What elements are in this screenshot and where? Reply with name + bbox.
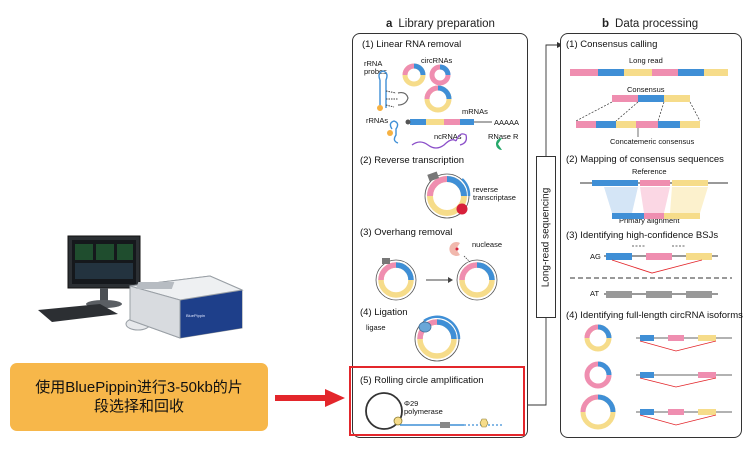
panel-b-letter: b xyxy=(602,18,610,30)
label-circrnas: circRNAs xyxy=(421,56,453,65)
panel-a-illustrations xyxy=(365,63,502,430)
label-polya: AAAAA xyxy=(494,118,520,127)
panel-a-step-5: (5) Rolling circle amplification xyxy=(360,375,484,386)
panel-a-step-1: (1) Linear RNA removal xyxy=(362,39,462,50)
long-read-sequencing-label-wrap: Long-read sequencing xyxy=(536,156,556,318)
label-consensus: Consensus xyxy=(627,85,665,94)
label-at: AT xyxy=(590,289,600,298)
panel-a-step-4: (4) Ligation xyxy=(360,307,408,318)
chinese-caption-box: 使用BluePippin进行3-50kb的片段选择和回收 xyxy=(10,363,268,431)
chinese-caption-text: 使用BluePippin进行3-50kb的片段选择和回收 xyxy=(35,378,243,416)
bluepippin-device-illustration xyxy=(38,235,244,339)
panel-a-step-2: (2) Reverse transcription xyxy=(360,155,465,166)
label-nuclease: nuclease xyxy=(472,240,503,249)
panel-b-illustrations xyxy=(570,69,732,430)
label-primary-alignment: Primary alignment xyxy=(619,216,680,225)
panel-a-box xyxy=(352,33,528,438)
long-read-bar xyxy=(570,69,728,76)
label-rrna-probes: rRNA probes xyxy=(364,59,387,76)
label-reverse-transcriptase: reverse transcriptase xyxy=(473,185,516,202)
red-arrow xyxy=(275,389,345,407)
label-ag: AG xyxy=(590,252,601,261)
panel-b-step-4: (4) Identifying full-length circRNA isof… xyxy=(566,310,743,321)
long-read-sequencing-box xyxy=(536,156,556,318)
label-ligase: ligase xyxy=(366,323,386,332)
long-read-sequencing-label: Long-read sequencing xyxy=(540,187,552,287)
panel-a-title: Library preparation xyxy=(398,18,495,30)
label-rnase-r: RNase R xyxy=(488,132,519,141)
panel-b-step-2: (2) Mapping of consensus sequences xyxy=(566,154,724,165)
label-phi29-polymerase: Φ29 polymerase xyxy=(404,399,443,416)
panel-b-step-1: (1) Consensus calling xyxy=(566,39,658,50)
panel-b-header: b Data processing xyxy=(602,18,698,30)
device-brand-label: BluePippin xyxy=(186,313,206,318)
panel-a-letter: a xyxy=(386,18,393,30)
label-long-read: Long read xyxy=(629,56,663,65)
panel-b-title: Data processing xyxy=(615,18,699,30)
label-concatemeric-consensus: Concatemeric consensus xyxy=(610,137,695,146)
panel-a-step-3: (3) Overhang removal xyxy=(360,227,453,238)
label-ncrnas: ncRNAs xyxy=(434,132,462,141)
panel-b-step-3: (3) Identifying high-confidence BSJs xyxy=(566,230,719,241)
label-rrnas: rRNAs xyxy=(366,116,389,125)
panel-a-header: a Library preparation xyxy=(386,18,495,30)
label-mrnas: mRNAs xyxy=(462,107,488,116)
label-reference: Reference xyxy=(632,167,667,176)
highlight-rolling-circle-box xyxy=(349,366,525,436)
